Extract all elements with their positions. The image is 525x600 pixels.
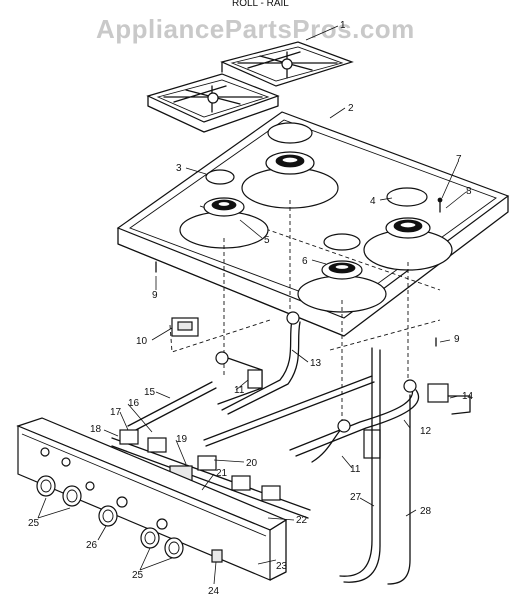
burner-rear-right <box>363 187 453 271</box>
burner-grates <box>146 41 354 133</box>
callout-28: 28 <box>420 506 432 517</box>
callout-25-right: 25 <box>132 570 144 581</box>
callout-25-left: 25 <box>28 518 40 529</box>
callout-9-left: 9 <box>152 290 158 301</box>
callout-18: 18 <box>90 424 102 435</box>
callout-16: 16 <box>128 398 140 409</box>
callout-19: 19 <box>176 434 188 445</box>
feed-tubes <box>339 347 411 585</box>
burner-tubes <box>127 311 471 463</box>
callout-11-left: 11 <box>234 385 245 396</box>
callout-15: 15 <box>144 387 156 398</box>
callout-8: 8 <box>466 186 472 197</box>
callout-20: 20 <box>246 458 258 469</box>
knob <box>98 505 118 527</box>
control-panel <box>16 417 288 581</box>
callout-11-right: 11 <box>350 464 361 475</box>
callout-9-right: 9 <box>454 334 460 345</box>
callout-14: 14 <box>462 391 474 402</box>
callout-7: 7 <box>456 154 462 165</box>
watermark: AppliancePartsPros.com <box>96 14 415 44</box>
callout-2: 2 <box>348 103 354 114</box>
clock-switch <box>211 549 223 563</box>
knob <box>140 527 160 549</box>
callout-5: 5 <box>264 235 270 246</box>
callout-13: 13 <box>310 358 322 369</box>
callout-23: 23 <box>276 561 288 572</box>
screws <box>155 197 443 347</box>
control-knobs <box>36 475 223 563</box>
callout-1: 1 <box>340 20 346 31</box>
callout-22: 22 <box>296 515 308 526</box>
callout-6: 6 <box>302 256 308 267</box>
callouts: 1 2 3 4 5 6 7 8 9 9 10 11 11 12 13 14 15… <box>28 20 474 597</box>
leader-lines <box>37 25 467 585</box>
header-text: ROLL - RAIL <box>232 0 289 9</box>
callout-21: 21 <box>216 468 228 479</box>
callout-27: 27 <box>350 492 362 503</box>
burner-front-right <box>297 233 387 313</box>
callout-4: 4 <box>370 196 376 207</box>
knob <box>62 485 82 507</box>
callout-12: 12 <box>420 426 432 437</box>
burner-rear-left <box>241 122 339 209</box>
knob <box>36 475 56 497</box>
callout-10: 10 <box>136 336 148 347</box>
callout-24: 24 <box>208 586 220 597</box>
knob <box>164 537 184 559</box>
callout-26: 26 <box>86 540 98 551</box>
callout-17: 17 <box>110 407 122 418</box>
callout-3: 3 <box>176 163 182 174</box>
